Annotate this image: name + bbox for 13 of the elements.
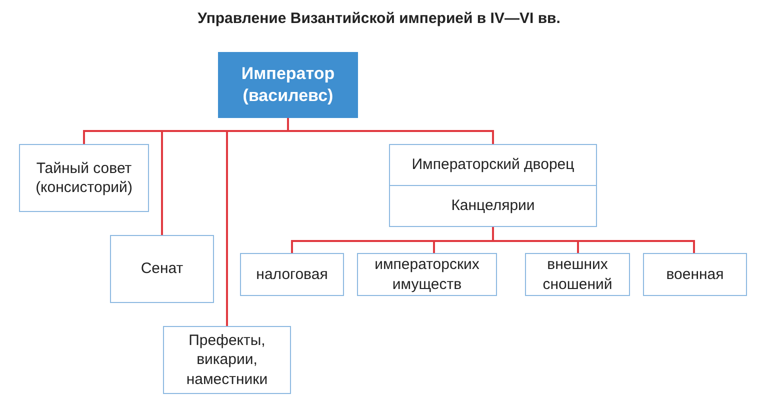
org-box: Сенат xyxy=(110,235,214,303)
connector-line xyxy=(492,227,695,253)
org-box: Тайный совет (консисторий) xyxy=(19,144,149,212)
emperor-box: Император (василевс) xyxy=(218,52,358,118)
org-box: налоговая xyxy=(240,253,344,296)
org-box: Канцелярии xyxy=(389,185,597,227)
org-box: внешних сношений xyxy=(525,253,630,296)
org-box: военная xyxy=(643,253,747,296)
org-box: Префекты, викарии, наместники xyxy=(163,326,291,394)
org-box: императорских имуществ xyxy=(357,253,497,296)
connector-line xyxy=(287,118,494,144)
diagram-title: Управление Византийской империей в IV—VI вв. xyxy=(198,9,560,29)
org-box: Императорский дворец xyxy=(389,144,597,186)
